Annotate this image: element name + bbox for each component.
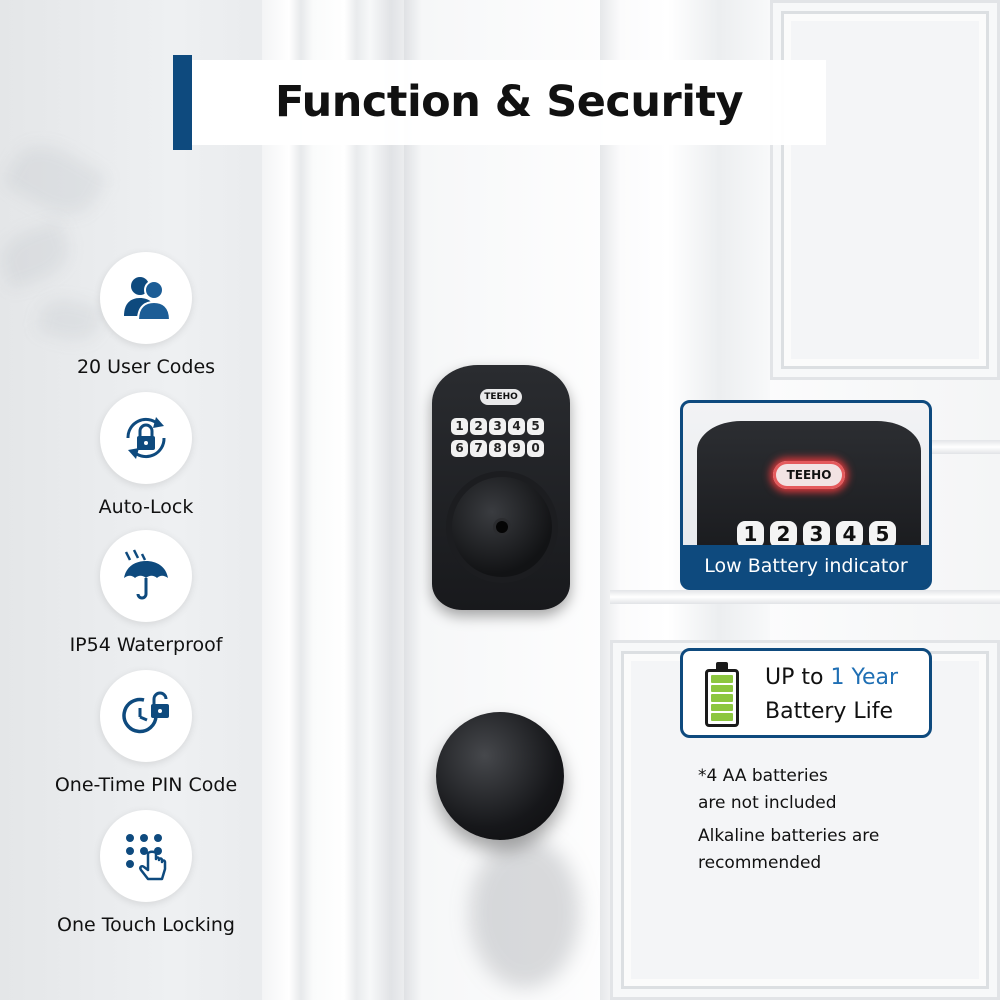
umbrella-rain-icon	[100, 530, 192, 622]
keypad-key: 4	[836, 521, 863, 548]
header-banner: Function & Security	[192, 60, 826, 145]
note-line: are not included	[698, 793, 837, 813]
feature-user-codes: 20 User Codes	[40, 252, 252, 378]
battery-bar	[711, 675, 733, 683]
deadbolt-cylinder	[452, 477, 552, 577]
battery-bar	[711, 713, 733, 721]
low-battery-indicator-light: TEEHO	[773, 461, 845, 489]
page-title: Function & Security	[274, 77, 744, 127]
door-knob	[436, 712, 564, 840]
keypad-key: 5	[869, 521, 896, 548]
note-line: *4 AA batteries	[698, 766, 828, 786]
keypad-key[interactable]: 2	[470, 418, 487, 435]
keypad-key[interactable]: 9	[508, 440, 525, 457]
auto-lock-icon	[100, 392, 192, 484]
battery-note: *4 AA batteries are not included	[698, 763, 988, 817]
keypad-key[interactable]: 6	[451, 440, 468, 457]
feature-one-time-pin: One-Time PIN Code	[40, 670, 252, 796]
timer-lock-icon	[100, 670, 192, 762]
battery-bar	[711, 703, 733, 712]
battery-life-line1: UP to 1 Year	[765, 661, 929, 695]
keyhole	[496, 521, 508, 533]
alkaline-note: Alkaline batteries are recommended	[698, 823, 988, 877]
feature-label: 20 User Codes	[76, 356, 216, 378]
keypad-key: 2	[770, 521, 797, 548]
feature-waterproof: IP54 Waterproof	[40, 530, 252, 656]
keypad-key: 3	[803, 521, 830, 548]
keypad-key[interactable]: 1	[451, 418, 468, 435]
battery-duration: 1 Year	[830, 665, 899, 690]
feature-one-touch-locking: One Touch Locking	[40, 810, 252, 936]
battery-bar	[711, 694, 733, 702]
keypad-key[interactable]: 7	[470, 440, 487, 457]
keypad-key[interactable]: 5	[527, 418, 544, 435]
note-line: recommended	[698, 853, 822, 873]
feature-label: One-Time PIN Code	[54, 774, 238, 796]
low-battery-caption: Low Battery indicator	[683, 545, 929, 587]
keypad-key[interactable]: 3	[489, 418, 506, 435]
battery-icon-cap	[716, 662, 728, 669]
door-casing	[262, 0, 412, 1000]
door-panel	[770, 0, 1000, 380]
keypad-key: 1	[737, 521, 764, 548]
users-icon	[100, 252, 192, 344]
battery-life-line2: Battery Life	[765, 699, 894, 724]
battery-life-text: UP to 1 Year Battery Life	[765, 661, 929, 729]
keypad-key[interactable]: 0	[527, 440, 544, 457]
feature-auto-lock: Auto-Lock	[40, 392, 252, 518]
keypad-key[interactable]: 4	[508, 418, 525, 435]
battery-bar	[711, 684, 733, 693]
door-rail	[610, 590, 1000, 604]
note-line: Alkaline batteries are	[698, 826, 880, 846]
feature-label: IP54 Waterproof	[69, 634, 223, 656]
brand-logo: TEEHO	[480, 389, 522, 405]
feature-label: One Touch Locking	[56, 914, 235, 936]
feature-label: Auto-Lock	[98, 496, 194, 518]
battery-icon	[705, 669, 739, 727]
keypad-touch-icon	[100, 810, 192, 902]
knob-shadow	[470, 838, 580, 988]
battery-life-callout: UP to 1 Year Battery Life	[680, 648, 932, 738]
battery-prefix: UP to	[765, 665, 831, 690]
keypad-key[interactable]: 8	[489, 440, 506, 457]
header-accent-bar	[173, 55, 192, 150]
